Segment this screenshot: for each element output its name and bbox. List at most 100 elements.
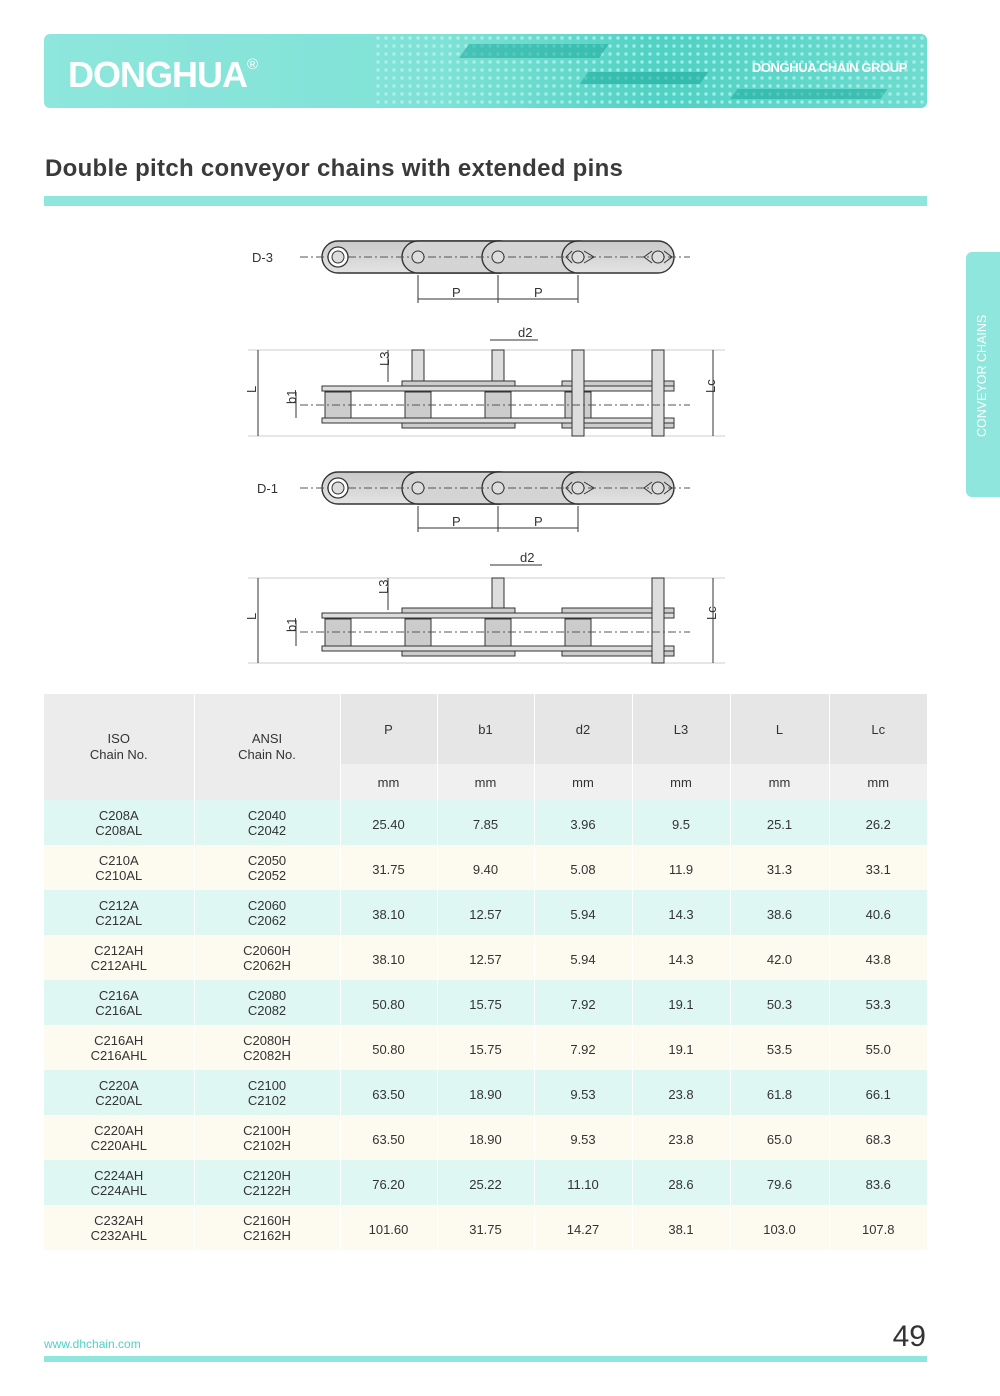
value-cell-p: 38.10 — [340, 890, 438, 935]
value-cell-l3: 9.5 — [632, 800, 731, 845]
d1-top-view: D-1 P P — [257, 471, 690, 532]
d2-label: d2 — [520, 550, 534, 565]
value-cell-l: 103.0 — [730, 1205, 830, 1250]
ansi-chain-no: C2060H — [243, 942, 291, 958]
value-cell-l: 31.3 — [730, 845, 830, 890]
ansi-header-line: Chain No. — [238, 747, 296, 762]
d3-top-view: D-3 P P — [252, 240, 690, 303]
col-header-d2: d2 — [534, 694, 633, 764]
d3-label: D-3 — [252, 250, 273, 265]
length-lc-label: Lc — [704, 606, 719, 620]
ansi-chain-no: C2102 — [247, 1092, 287, 1108]
value-cell-l3: 11.9 — [632, 845, 731, 890]
unit-cell: mm — [829, 764, 927, 800]
value-cell-lc: 107.8 — [829, 1205, 927, 1250]
value-cell-b1: 9.40 — [437, 845, 535, 890]
d2-label: d2 — [518, 325, 532, 340]
value-cell-l: 50.3 — [730, 980, 830, 1025]
value-cell-lc: 68.3 — [829, 1115, 927, 1160]
value-cell-l3: 14.3 — [632, 935, 731, 980]
iso-chain-no: C220AHL — [90, 1137, 147, 1153]
value-cell-l3: 38.1 — [632, 1205, 731, 1250]
value-cell-lc: 40.6 — [829, 890, 927, 935]
page-number: 49 — [892, 1320, 926, 1353]
value-cell-l: 38.6 — [730, 890, 830, 935]
value-cell-p: 76.20 — [340, 1160, 438, 1205]
value-cell-b1: 12.57 — [437, 890, 535, 935]
value-cell-l: 25.1 — [730, 800, 830, 845]
value-cell-l3: 19.1 — [632, 980, 731, 1025]
ansi-header-line: ANSI — [251, 731, 283, 746]
pitch-label: P — [534, 285, 543, 300]
iso-chain-no: C212AL — [95, 912, 143, 928]
iso-chain-no: C212AHL — [90, 957, 147, 973]
iso-chain-no: C216AH — [94, 1032, 144, 1048]
value-cell-p: 38.10 — [340, 935, 438, 980]
value-cell-lc: 53.3 — [829, 980, 927, 1025]
value-cell-l: 53.5 — [730, 1025, 830, 1070]
value-cell-b1: 7.85 — [437, 800, 535, 845]
value-cell-l: 65.0 — [730, 1115, 830, 1160]
ansi-chain-no: C2100 — [247, 1077, 287, 1093]
d3-side-view: L Lc L3 b1 d2 — [244, 325, 725, 437]
iso-chain-no: C208AL — [95, 822, 143, 838]
value-cell-lc: 55.0 — [829, 1025, 927, 1070]
iso-chain-no: C220AH — [94, 1122, 144, 1138]
value-cell-l: 61.8 — [730, 1070, 830, 1115]
iso-chain-no: C220AL — [95, 1092, 143, 1108]
section-side-tab[interactable]: CONVEYOR CHAINS — [966, 252, 1000, 497]
col-header-l3: L3 — [632, 694, 731, 764]
value-cell-b1: 31.75 — [437, 1205, 535, 1250]
ansi-chain-no: C2080H — [243, 1032, 291, 1048]
unit-cell: mm — [340, 764, 438, 800]
website-url[interactable]: www.dhchain.com — [44, 1337, 141, 1351]
header-banner: DONGHUA® DONGHUA CHAIN GROUP — [44, 34, 927, 108]
group-name: DONGHUA CHAIN GROUP — [751, 60, 908, 75]
ansi-chain-no: C2122H — [243, 1182, 291, 1198]
iso-chain-no: C224AH — [94, 1167, 144, 1183]
value-cell-lc: 43.8 — [829, 935, 927, 980]
value-cell-l3: 28.6 — [632, 1160, 731, 1205]
iso-header: ISO Chain No. — [44, 694, 195, 800]
ansi-chain-no: C2050 — [247, 852, 287, 868]
pitch-label: P — [452, 285, 461, 300]
l3-label: L3 — [376, 580, 391, 594]
page-title: Double pitch conveyor chains with extend… — [45, 155, 624, 182]
iso-chain-no: C232AH — [94, 1212, 144, 1228]
ansi-chain-no: C2082H — [243, 1047, 291, 1063]
ansi-chain-no: C2062H — [243, 957, 291, 973]
value-cell-d2: 9.53 — [534, 1115, 633, 1160]
value-cell-d2: 5.94 — [534, 935, 633, 980]
ansi-chain-no: C2082 — [247, 1002, 287, 1018]
ansi-chain-no: C2062 — [247, 912, 287, 928]
value-cell-d2: 9.53 — [534, 1070, 633, 1115]
iso-header-line: Chain No. — [89, 747, 148, 762]
col-header-p: P — [340, 694, 438, 764]
iso-chain-no: C216A — [98, 987, 139, 1003]
iso-chain-no: C208A — [98, 807, 139, 823]
value-cell-d2: 5.08 — [534, 845, 633, 890]
value-cell-p: 50.80 — [340, 980, 438, 1025]
